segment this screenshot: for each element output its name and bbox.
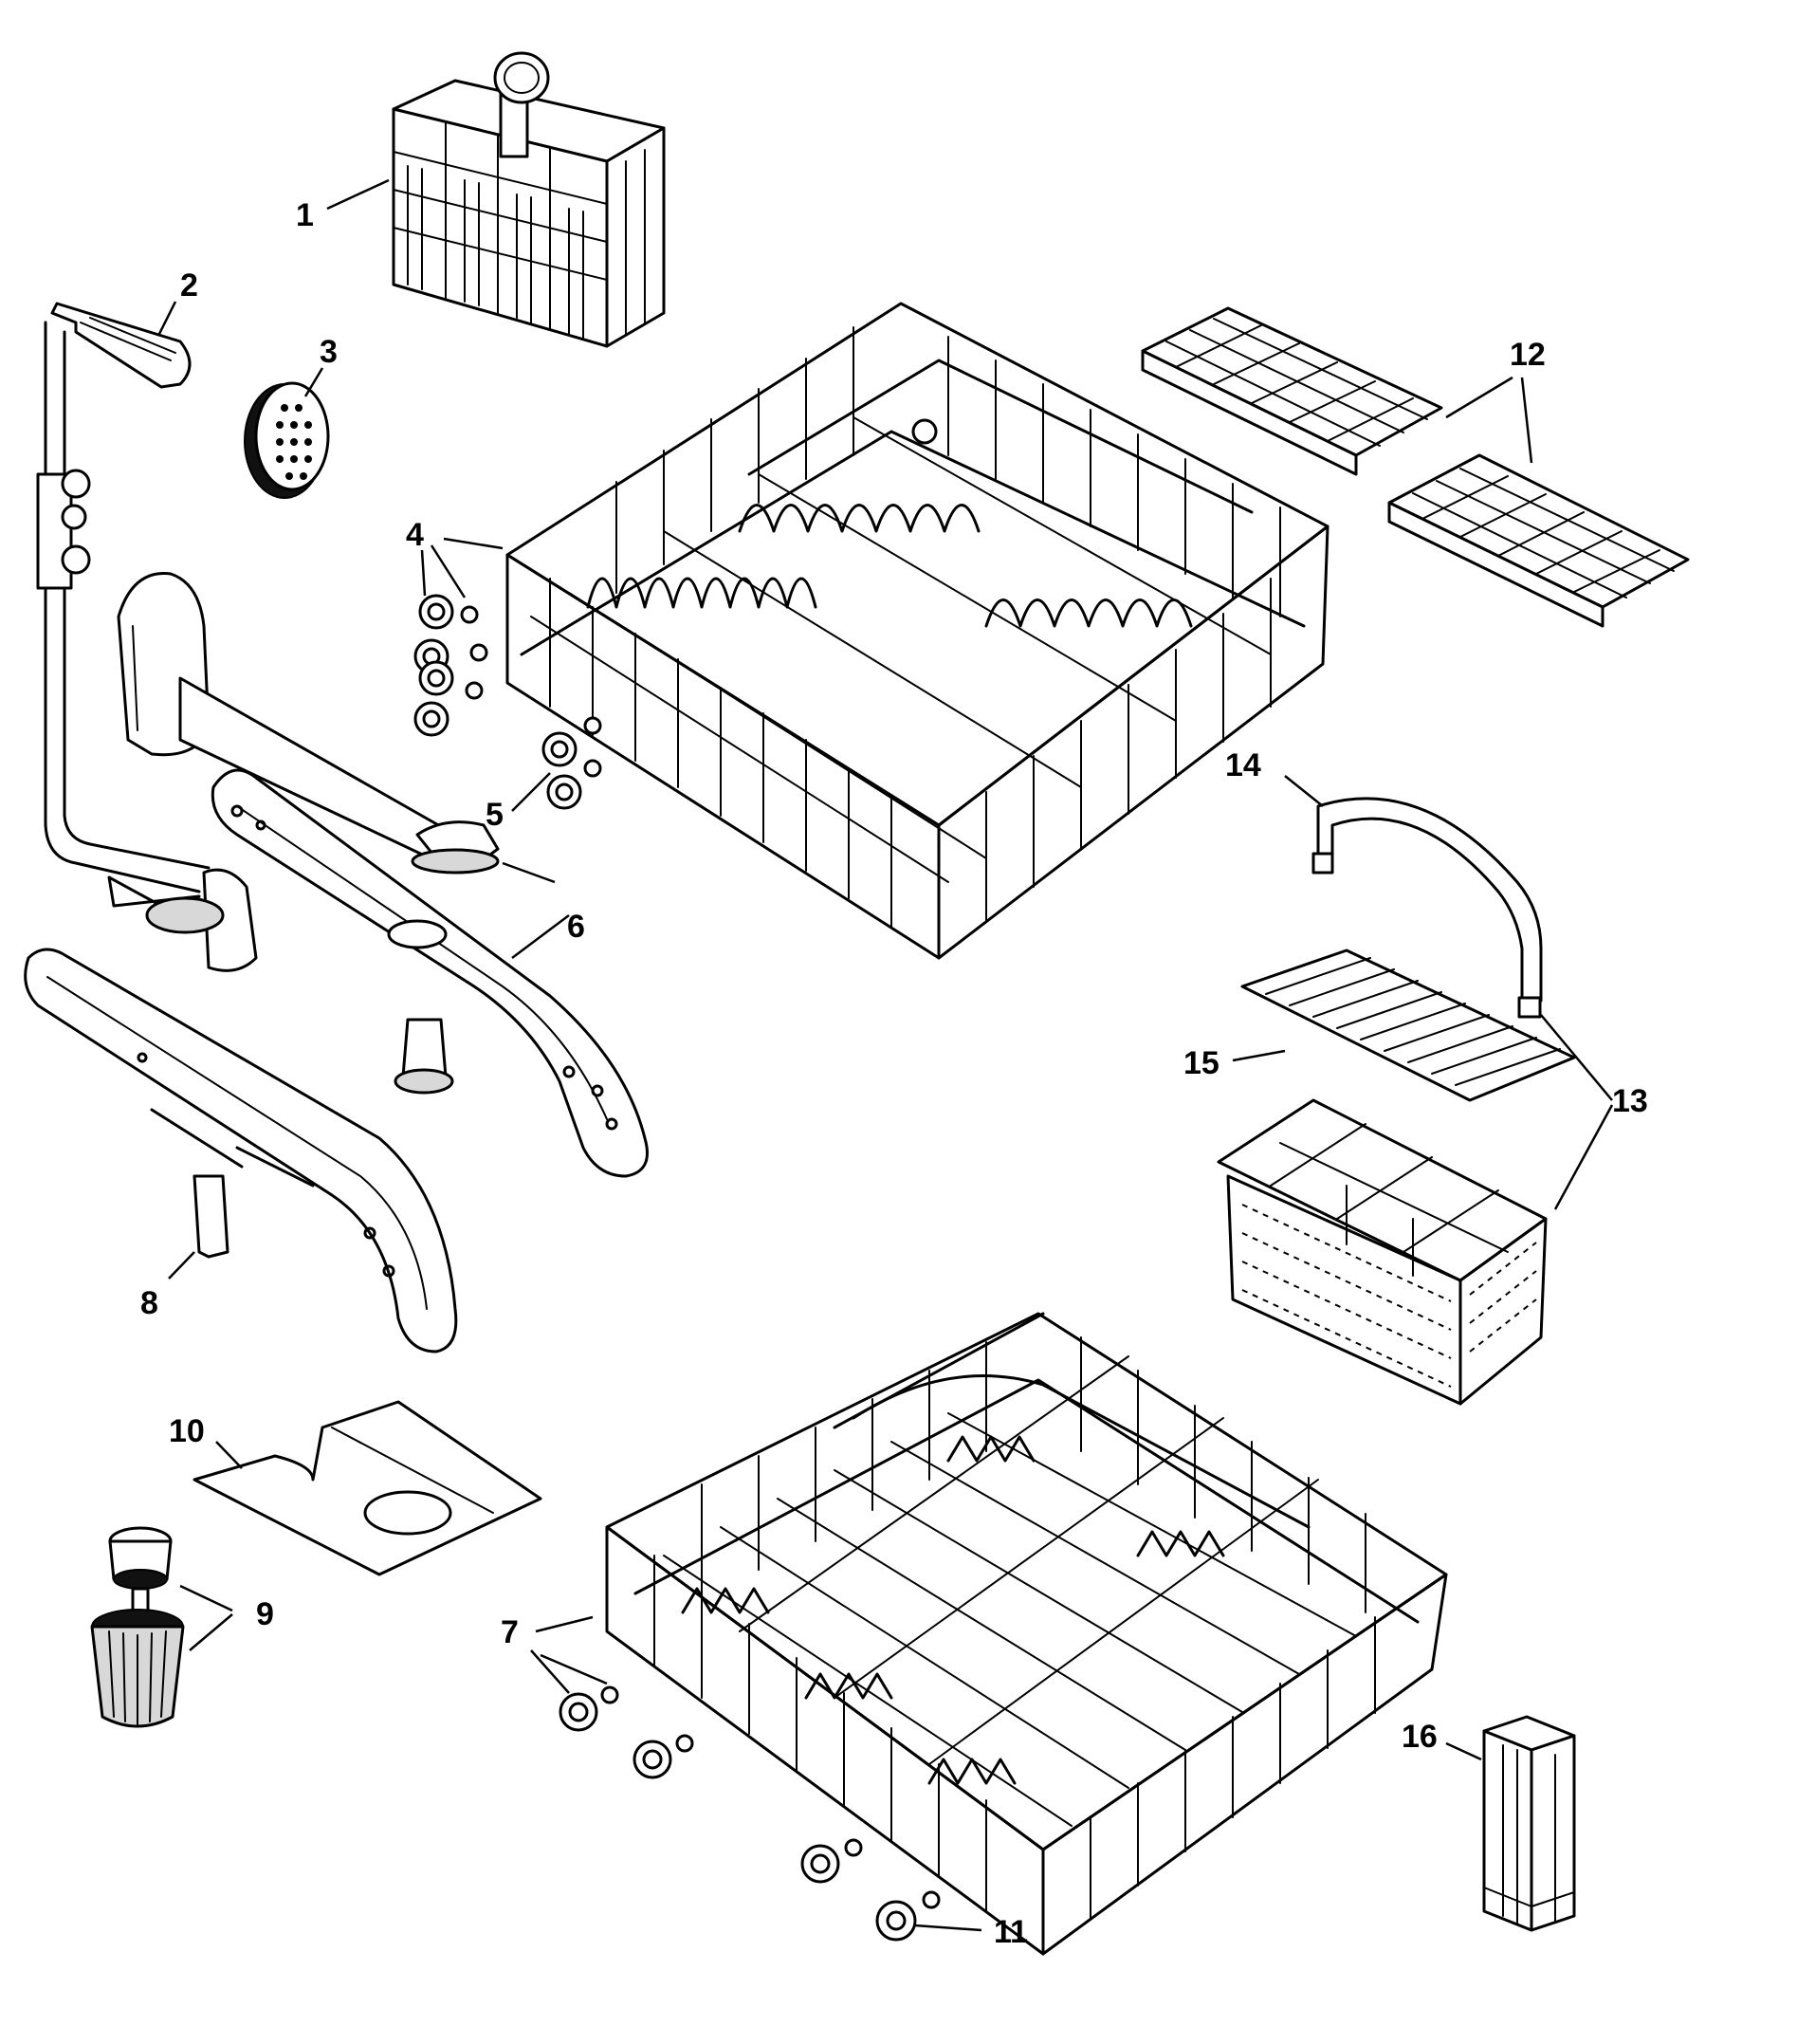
part-lower-dish-rack <box>605 1312 1448 1956</box>
part-sump-cover-plate <box>193 1400 542 1576</box>
callout-15: 15 <box>1183 1045 1219 1081</box>
part-basket-lid <box>1240 948 1576 1102</box>
part-shelf-inserts <box>1141 306 1690 628</box>
part-cutlery-basket <box>1217 1098 1548 1406</box>
callout-9: 9 <box>256 1596 274 1632</box>
part-rack-roller-11 <box>875 1890 941 1942</box>
part-basket-handle <box>1311 797 1543 1019</box>
part-upper-dish-rack <box>505 302 1329 960</box>
callout-12: 12 <box>1510 337 1546 373</box>
callout-14: 14 <box>1225 747 1261 783</box>
part-filter-disc <box>244 381 330 499</box>
callout-5: 5 <box>486 797 504 833</box>
part-rack-rollers-5 <box>541 716 602 810</box>
part-upper-spray-arm-supply-tube <box>36 302 211 893</box>
callout-2: 2 <box>180 267 198 304</box>
callout-6: 6 <box>567 909 585 945</box>
callout-7: 7 <box>501 1614 519 1650</box>
part-rack-rollers-4 <box>413 594 488 737</box>
callout-1: 1 <box>296 197 314 233</box>
part-silverware-basket <box>392 51 666 348</box>
callout-3: 3 <box>320 334 338 370</box>
callout-10: 10 <box>169 1413 205 1449</box>
part-lower-spray-arm <box>24 948 458 1353</box>
part-wash-arm-assembly <box>107 572 649 1178</box>
callout-8: 8 <box>140 1285 158 1321</box>
part-square-basket <box>1482 1715 1576 1932</box>
part-filter-assembly <box>90 1526 185 1728</box>
part-rack-rollers-7 <box>559 1685 863 1884</box>
callout-16: 16 <box>1402 1719 1438 1755</box>
callout-4: 4 <box>406 517 424 553</box>
callout-13: 13 <box>1612 1083 1648 1119</box>
callout-11: 11 <box>994 1914 1028 1950</box>
